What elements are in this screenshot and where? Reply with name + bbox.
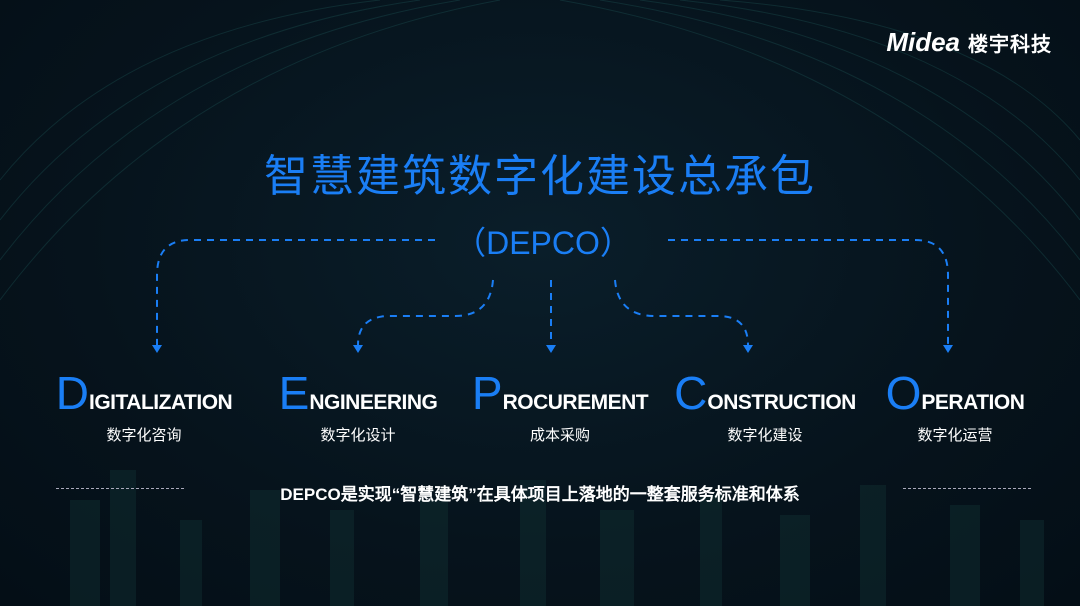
- item-initial: P: [471, 367, 503, 419]
- logo-brand: Midea: [886, 27, 960, 57]
- item-cn: 数字化设计: [320, 427, 396, 444]
- item-initial: C: [674, 367, 708, 419]
- item-cn: 数字化建设: [727, 427, 803, 444]
- midea-logo: Midea 楼宇科技: [886, 27, 1052, 58]
- item-cn: 成本采购: [529, 427, 590, 444]
- item-digitalization: DIGITALIZATION 数字化咨询: [44, 370, 244, 445]
- item-word: PERATION: [921, 391, 1025, 414]
- city-skyline: [70, 470, 1044, 606]
- logo-name: 楼宇科技: [968, 34, 1052, 56]
- item-initial: D: [55, 367, 90, 419]
- item-cn: 数字化运营: [917, 427, 993, 444]
- item-word: NGINEERING: [309, 391, 438, 414]
- arrow-heads: [152, 345, 953, 353]
- page-subtitle: （DEPCO）: [454, 225, 632, 261]
- divider-left: [56, 488, 184, 489]
- item-word: ONSTRUCTION: [707, 391, 856, 414]
- item-word: ROCUREMENT: [502, 391, 649, 414]
- item-construction: CONSTRUCTION 数字化建设: [665, 370, 865, 445]
- summary-text: DEPCO是实现“智慧建筑”在具体项目上落地的一整套服务标准和体系: [280, 485, 800, 504]
- connector-lines: [156, 239, 949, 346]
- item-engineering: ENGINEERING 数字化设计: [258, 370, 458, 445]
- item-initial: O: [885, 367, 922, 419]
- item-initial: E: [278, 367, 310, 419]
- page-title: 智慧建筑数字化建设总承包: [264, 152, 816, 201]
- divider-right: [903, 488, 1031, 489]
- item-operation: OPERATION 数字化运营: [855, 370, 1055, 445]
- item-procurement: PROCUREMENT 成本采购: [460, 370, 660, 445]
- item-cn: 数字化咨询: [106, 427, 182, 444]
- item-word: IGITALIZATION: [89, 391, 233, 414]
